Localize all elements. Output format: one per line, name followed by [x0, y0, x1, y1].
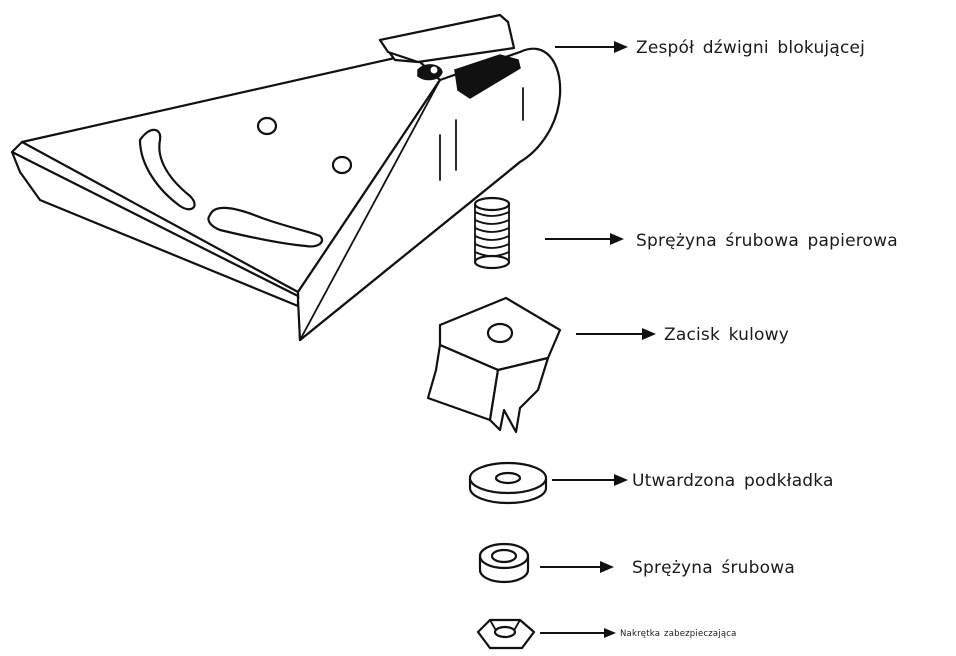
- label-locking-lever: Zespół dźwigni blokującej: [636, 38, 865, 58]
- label-lock-nut: Nakrętka zabezpieczająca: [620, 629, 737, 639]
- ball-clamp-part: [426, 296, 562, 434]
- label-paper-coil-spring: Sprężyna śrubowa papierowa: [636, 231, 898, 251]
- locking-lever-part: [378, 13, 521, 99]
- bracket-assembly: [10, 47, 562, 342]
- coil-spring-part: [478, 542, 530, 584]
- hardened-washer-part: [468, 461, 548, 505]
- label-ball-clamp: Zacisk kulowy: [664, 325, 789, 345]
- leader-arrows: [540, 41, 656, 638]
- lock-nut-part: [476, 618, 536, 650]
- label-coil-spring: Sprężyna śrubowa: [632, 558, 795, 578]
- paper-coil-spring-part: [473, 196, 511, 270]
- label-hardened-washer: Utwardzona podkładka: [632, 471, 834, 491]
